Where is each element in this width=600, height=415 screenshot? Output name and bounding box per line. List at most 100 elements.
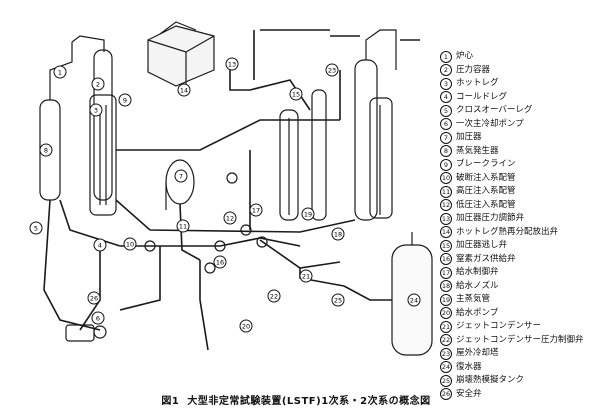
legend-number: 23 bbox=[440, 347, 452, 360]
legend-number: 22 bbox=[440, 334, 452, 347]
callout-marker: 19 bbox=[301, 207, 315, 221]
legend-number: 21 bbox=[440, 320, 452, 333]
callout-number: 9 bbox=[123, 97, 127, 105]
legend-number: 2 bbox=[440, 64, 452, 77]
callout-marker: 21 bbox=[299, 269, 313, 283]
legend-number: 17 bbox=[440, 266, 452, 279]
legend-item: 16 窒素ガス供給弁 bbox=[440, 253, 600, 267]
callout-number: 13 bbox=[228, 61, 236, 69]
callout-number: 1 bbox=[58, 69, 62, 77]
pressure-vessel bbox=[279, 89, 327, 221]
legend-label: 加圧器逃し弁 bbox=[456, 240, 508, 250]
legend-item: 25 崩壊熱模擬タンク bbox=[440, 374, 600, 388]
figure-title: 大型非定常試験装置(LSTF)1次系・2次系の概念図 bbox=[187, 396, 431, 407]
callout-number: 17 bbox=[252, 207, 260, 215]
callout-number: 14 bbox=[180, 87, 188, 95]
callout-number: 7 bbox=[179, 173, 183, 181]
valves bbox=[144, 172, 268, 274]
legend-label: 窒素ガス供給弁 bbox=[456, 253, 516, 264]
callout-marker: 10 bbox=[123, 237, 137, 251]
callout-marker: 4 bbox=[93, 238, 107, 252]
callout-marker: 2 bbox=[91, 77, 105, 91]
legend-label: 蒸気発生器 bbox=[456, 145, 499, 156]
legend-item: 23 屋外冷却塔 bbox=[440, 347, 600, 361]
legend-label: コールドレグ bbox=[456, 91, 508, 102]
legend-item: 15 加圧器逃し弁 bbox=[440, 239, 600, 253]
legend-label: 安全弁 bbox=[456, 388, 482, 399]
legend-number: 19 bbox=[440, 293, 452, 306]
callout-number: 25 bbox=[334, 297, 342, 305]
callout-number: 24 bbox=[410, 297, 418, 305]
legend-label: 一次主冷却ポンプ bbox=[456, 118, 524, 129]
callout-number: 3 bbox=[94, 107, 98, 115]
legend-number: 18 bbox=[440, 280, 452, 293]
callout-number: 20 bbox=[242, 323, 250, 331]
callout-number: 18 bbox=[334, 231, 342, 239]
callout-number: 12 bbox=[226, 215, 234, 223]
legend-item: 8 蒸気発生器 bbox=[440, 145, 600, 159]
pressurizer-cabinet bbox=[147, 21, 215, 87]
legend-number: 12 bbox=[440, 199, 452, 212]
legend-number: 8 bbox=[440, 145, 452, 158]
callout-marker: 24 bbox=[407, 293, 421, 307]
legend-number: 24 bbox=[440, 361, 452, 374]
legend-number: 1 bbox=[440, 50, 452, 63]
legend-item: 4 コールドレグ bbox=[440, 91, 600, 105]
callout-marker: 16 bbox=[213, 255, 227, 269]
legend-label: 給水ポンプ bbox=[456, 307, 499, 318]
callout-number: 23 bbox=[328, 67, 336, 75]
callout-number: 5 bbox=[34, 225, 38, 233]
callout-number: 2 bbox=[96, 81, 100, 89]
callout-marker: 20 bbox=[239, 319, 253, 333]
legend-label: 給水ノズル bbox=[456, 280, 499, 291]
legend-label: ジェットコンデンサー圧力制御弁 bbox=[456, 334, 584, 345]
legend-label: 崩壊熱模擬タンク bbox=[456, 375, 525, 385]
callout-marker: 5 bbox=[29, 221, 43, 235]
legend-item: 22 ジェットコンデンサー圧力制御弁 bbox=[440, 334, 600, 348]
legend-label: 高圧注入系配管 bbox=[456, 186, 516, 196]
legend-number: 4 bbox=[440, 91, 452, 104]
legend-label: 炉心 bbox=[456, 51, 474, 61]
legend-number: 15 bbox=[440, 239, 452, 252]
steam-generator-right bbox=[354, 29, 397, 221]
callout-marker: 9 bbox=[118, 93, 132, 107]
callout-number: 19 bbox=[304, 211, 312, 219]
callout-number: 6 bbox=[96, 315, 100, 323]
legend-number: 10 bbox=[440, 172, 452, 185]
callout-marker: 11 bbox=[176, 219, 190, 233]
callout-number: 22 bbox=[270, 293, 278, 301]
callout-marker: 12 bbox=[223, 211, 237, 225]
callout-marker: 18 bbox=[331, 227, 345, 241]
figure-number: 図1 bbox=[161, 396, 180, 407]
callout-number: 21 bbox=[302, 273, 310, 281]
legend-item: 21 ジェットコンデンサー bbox=[440, 320, 600, 334]
callout-number: 15 bbox=[292, 91, 300, 99]
legend-number: 16 bbox=[440, 253, 452, 266]
callout-marker: 22 bbox=[267, 289, 281, 303]
legend-number: 5 bbox=[440, 104, 452, 117]
legend-label: ホットレグ bbox=[456, 78, 499, 88]
callout-number: 16 bbox=[216, 259, 224, 267]
legend-label: 復水器 bbox=[456, 361, 482, 372]
legend-label: 加圧器圧力調節弁 bbox=[456, 213, 525, 223]
legend-item: 24 復水器 bbox=[440, 361, 600, 375]
legend-label: クロスオーバーレグ bbox=[456, 105, 533, 115]
legend-label: ジェットコンデンサー bbox=[456, 321, 542, 331]
figure-caption: 図1 大型非定常試験装置(LSTF)1次系・2次系の概念図 bbox=[0, 392, 600, 407]
legend-item: 1 炉心 bbox=[440, 50, 600, 64]
legend-number: 25 bbox=[440, 374, 452, 387]
legend-label: 屋外冷却塔 bbox=[456, 348, 499, 358]
callout-marker: 23 bbox=[325, 63, 339, 77]
pressurizer-tank bbox=[165, 159, 195, 210]
legend-item: 5 クロスオーバーレグ bbox=[440, 104, 600, 118]
callout-marker: 6 bbox=[91, 311, 105, 325]
